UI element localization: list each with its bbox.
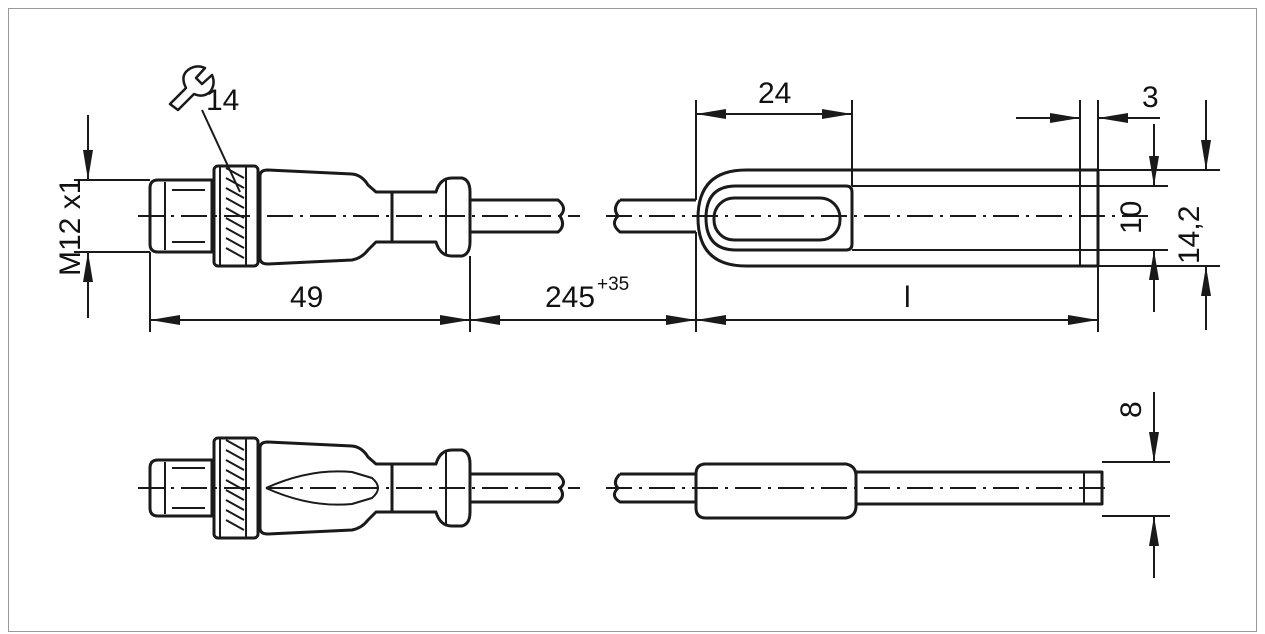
- slot-width-label: 10: [1115, 201, 1148, 234]
- probe-width-label: 14,2: [1173, 206, 1206, 264]
- probe-thickness-label: 8: [1115, 401, 1148, 418]
- side-connector-nose: [148, 458, 214, 518]
- connector-length-label: 49: [290, 281, 323, 314]
- slot-length-label: 24: [758, 77, 791, 110]
- side-knurled-nut: [212, 436, 260, 540]
- wrench-size-label: 14: [206, 84, 239, 117]
- side-probe-grip: [694, 462, 858, 520]
- side-cable-right: [613, 472, 696, 504]
- side-probe-blade: [854, 470, 1104, 506]
- tip-offset-label: 3: [1142, 81, 1159, 114]
- dimensions-top: [74, 100, 1220, 332]
- probe-slot: [704, 184, 854, 252]
- wrench-icon: [168, 65, 215, 112]
- thread-label: M12 x1: [54, 178, 87, 276]
- connector-nose: [148, 178, 214, 254]
- side-cable-left: [470, 472, 565, 504]
- side-view: [148, 436, 1104, 540]
- connector-body: [258, 168, 472, 266]
- side-connector-body: [258, 440, 472, 536]
- cable-length-label: 245: [545, 281, 595, 314]
- top-view: [148, 164, 1100, 268]
- centerlines: [138, 215, 1150, 489]
- cable-tolerance-label: +35: [597, 274, 629, 295]
- probe-length-label: l: [904, 281, 911, 314]
- probe-outline: [696, 168, 1100, 268]
- dimensions-side: [1102, 392, 1170, 578]
